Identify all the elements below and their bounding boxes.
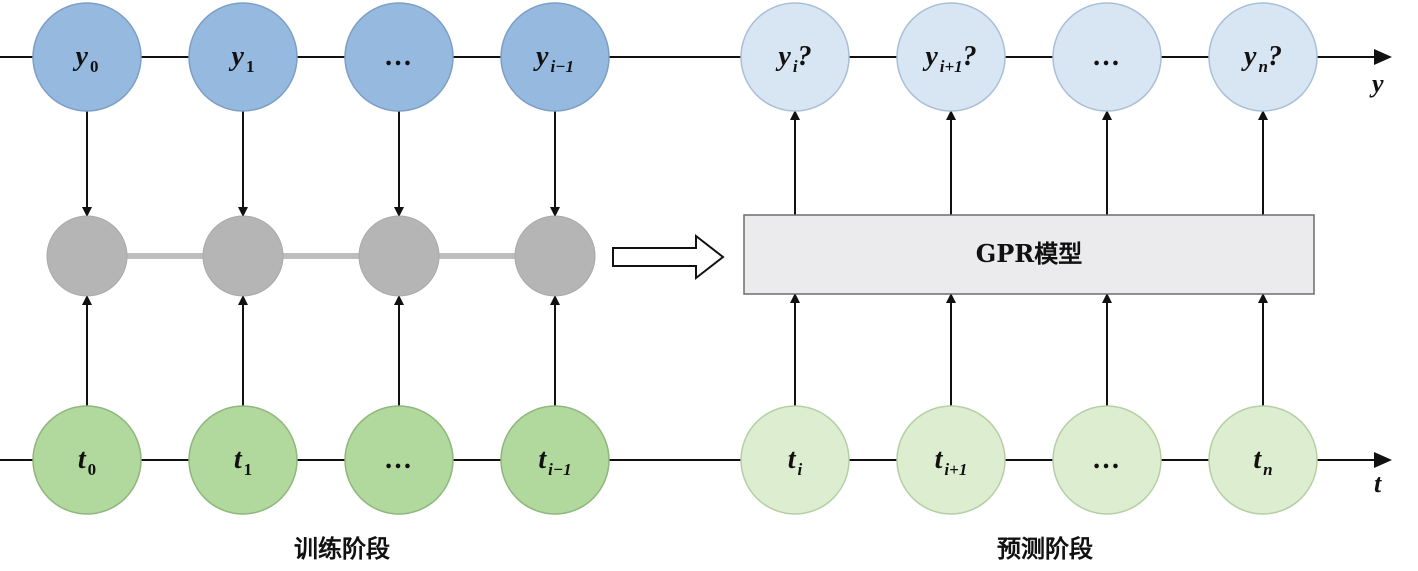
train-t-node-circle (188, 405, 298, 515)
gpr-model-label: GPR模型 (976, 239, 1083, 268)
pred-t-node-circle (896, 405, 1006, 515)
pred-t-node-label: … (1093, 444, 1121, 475)
train-y-node-subscript: i−1 (550, 57, 574, 76)
train-t-node-main: t (234, 444, 243, 475)
pred-y-node-suffix: ? (963, 41, 977, 72)
pred-y-node-circle (1052, 2, 1162, 112)
train-y-node-circle (32, 2, 142, 112)
train-t-node-circle (500, 405, 610, 515)
pred-y-node-suffix: ? (1268, 41, 1282, 72)
t-axis-label: t (1374, 469, 1382, 498)
pred-t-node-circle (1052, 405, 1162, 515)
pred-t-node-subscript: n (1263, 460, 1272, 479)
train-y-node-main: y (73, 41, 89, 72)
train-y-node: … (344, 2, 454, 112)
pred-y-node-suffix: ? (798, 41, 812, 72)
pred-t-node-main: t (935, 444, 944, 475)
train-y-node-label: … (385, 41, 413, 72)
train-y-node-circle (344, 2, 454, 112)
hidden-nodes (46, 215, 596, 297)
hidden-node (46, 215, 128, 297)
phase-label-predict: 预测阶段 (997, 534, 1093, 563)
train-t-node-label: … (385, 444, 413, 475)
y-axis-arrowhead (1374, 49, 1392, 65)
train-t-node-main: t (538, 444, 547, 475)
y-axis-label: y (1369, 69, 1384, 98)
pred-y-node-main: y (775, 41, 791, 72)
train-t-node-main: t (78, 444, 87, 475)
train-y-node-subscript: 1 (246, 57, 255, 76)
pred-y-node-circle (740, 2, 850, 112)
train-t-node-circle (32, 405, 142, 515)
hidden-node (202, 215, 284, 297)
pred-t-node-circle (740, 405, 850, 515)
train-t-node-main: … (385, 444, 413, 475)
pred-y-node-subscript: n (1258, 57, 1267, 76)
hidden-node (514, 215, 596, 297)
train-t-node-subscript: i−1 (548, 460, 572, 479)
train-y-node-main: y (533, 41, 549, 72)
pred-t-node-main: t (1253, 444, 1262, 475)
hidden-node (358, 215, 440, 297)
phase-label-train: 训练阶段 (294, 534, 390, 563)
pred-y-node-circle (1208, 2, 1318, 112)
pred-t-node-subscript: i (798, 460, 803, 479)
train-y-node-circle (188, 2, 298, 112)
pred-t-node: … (1052, 405, 1162, 515)
pred-y-node: … (1052, 2, 1162, 112)
pred-y-node-subscript: i+1 (940, 57, 963, 76)
pred-y-node-subscript: i (793, 57, 798, 76)
gpr-model-box (743, 214, 1315, 295)
pred-t-node-circle (1208, 405, 1318, 515)
pred-t-node-subscript: i+1 (944, 460, 967, 479)
t-axis-arrowhead (1374, 452, 1392, 468)
train-y-node-main: … (385, 41, 413, 72)
transfer-arrow (612, 233, 725, 281)
pred-t-node-main: … (1093, 444, 1121, 475)
arrows-layer (82, 110, 1268, 406)
pred-y-node-main: y (922, 41, 938, 72)
train-y-node-circle (500, 2, 610, 112)
pred-y-node-main: y (1241, 41, 1257, 72)
train-t-node-subscript: 1 (244, 460, 253, 479)
pred-t-node-main: t (788, 444, 797, 475)
train-t-node-subscript: 0 (88, 460, 97, 479)
pred-y-node-main: … (1093, 41, 1121, 72)
train-t-node-circle (344, 405, 454, 515)
train-y-node-subscript: 0 (90, 57, 99, 76)
pred-y-node-label: … (1093, 41, 1121, 72)
train-t-node: … (344, 405, 454, 515)
train-y-node-main: y (229, 41, 245, 72)
pred-y-node-circle (896, 2, 1006, 112)
